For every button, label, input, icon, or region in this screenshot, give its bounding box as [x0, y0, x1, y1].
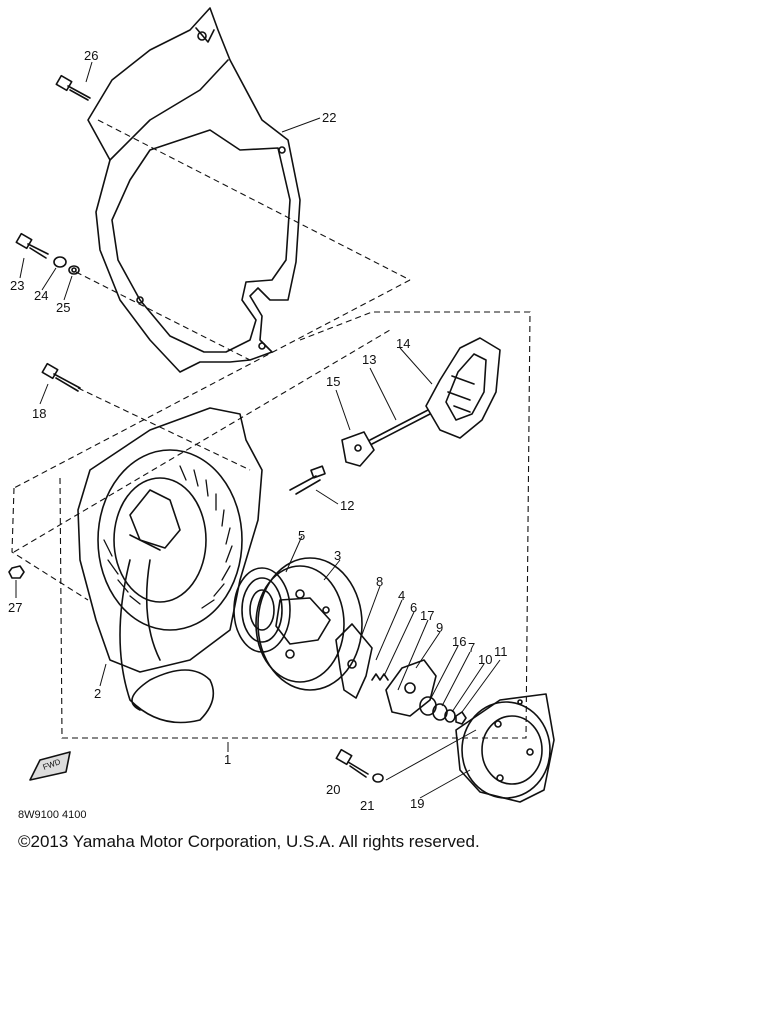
leader-23: [75, 271, 251, 361]
washer-21: [372, 773, 384, 783]
callout-23: 23: [10, 278, 24, 293]
callout-10: 10: [478, 652, 492, 667]
leader-line-23: [19, 257, 25, 279]
callout-12: 12: [340, 498, 354, 513]
washer-24: [53, 256, 67, 268]
leader-line-26: [85, 61, 93, 83]
leader-line-14: [399, 347, 433, 385]
fwd-arrow-icon: [29, 751, 71, 781]
leader-line-4: [375, 599, 403, 661]
leader-line-13: [369, 367, 397, 421]
starter-case-part: [77, 407, 263, 673]
leader-line-7: [441, 651, 471, 707]
callout-3: 3: [334, 548, 341, 563]
starter-handle-part: [425, 337, 501, 439]
leader-cover-assembly: [13, 279, 411, 489]
leader-line-24: [41, 267, 57, 291]
leader-line-19: [419, 769, 471, 799]
callout-14: 14: [396, 336, 410, 351]
callout-1: 1: [224, 752, 231, 767]
leader-line-10: [451, 663, 485, 713]
bolt-23: [15, 232, 49, 259]
leader-line-15: [335, 389, 351, 431]
pawl-part: [335, 623, 373, 699]
callout-22: 22: [322, 110, 336, 125]
leader-27: [13, 329, 391, 553]
leader-line-18: [39, 383, 49, 405]
callout-2: 2: [94, 686, 101, 701]
callout-7: 7: [468, 640, 475, 655]
small-spring-part: [371, 673, 389, 681]
callout-20: 20: [326, 782, 340, 797]
leader-line-9: [415, 631, 441, 669]
cover-part: [87, 7, 301, 373]
leader-line-16: [429, 645, 459, 701]
nut-11: [455, 711, 467, 725]
callout-13: 13: [362, 352, 376, 367]
callout-25: 25: [56, 300, 70, 315]
leader-22-to-assembly: [97, 119, 411, 281]
callout-5: 5: [298, 528, 305, 543]
bolt-18: [41, 362, 81, 392]
spring-part: [233, 567, 291, 653]
callout-17: 17: [420, 608, 434, 623]
figure-code: 8W9100 4100: [18, 809, 87, 821]
pulley-cover-part: [455, 693, 555, 803]
callout-6: 6: [410, 600, 417, 615]
callout-9: 9: [436, 620, 443, 635]
callout-27: 27: [8, 600, 22, 615]
leader-line-5: [285, 535, 303, 573]
nut-27: [8, 565, 25, 579]
cable-end-part: [289, 465, 326, 495]
washer-10: [444, 709, 456, 723]
pulley-part: [255, 557, 363, 691]
leader-line-11: [461, 659, 501, 713]
callout-16: 16: [452, 634, 466, 649]
callout-4: 4: [398, 588, 405, 603]
leader-line-6: [383, 611, 415, 677]
leader-line-8: [359, 585, 381, 641]
leader-line-12: [315, 489, 339, 505]
callout-18: 18: [32, 406, 46, 421]
callout-19: 19: [410, 796, 424, 811]
leader-line-22: [281, 117, 321, 133]
callout-24: 24: [34, 288, 48, 303]
callout-15: 15: [326, 374, 340, 389]
leader-line-3: [323, 559, 341, 581]
cable-loop: [119, 559, 215, 724]
callout-8: 8: [376, 574, 383, 589]
exploded-parts-diagram: 26 22 23 24 25 14 13 15 18 12 5 3 8 4 27…: [8, 7, 555, 821]
starter-case-fins: [103, 465, 233, 609]
callout-21: 21: [360, 798, 374, 813]
leader-line-25: [63, 275, 73, 301]
cable-guide-part: [341, 431, 375, 467]
starter-rope: [369, 409, 431, 445]
leader-line-17: [397, 619, 429, 691]
plate-part: [385, 659, 437, 717]
copyright-notice: ©2013 Yamaha Motor Corporation, U.S.A. A…: [18, 832, 480, 851]
leader-18: [77, 387, 251, 471]
leader-20-21: [385, 729, 477, 781]
washer-25: [68, 265, 80, 275]
callout-26: 26: [84, 48, 98, 63]
callout-11: 11: [494, 644, 508, 659]
leader-line-2: [99, 663, 107, 687]
assembly-outline-left: [11, 487, 89, 601]
assembly-outline: [59, 311, 531, 739]
bolt-20: [335, 748, 369, 778]
bolt-26: [55, 74, 91, 101]
